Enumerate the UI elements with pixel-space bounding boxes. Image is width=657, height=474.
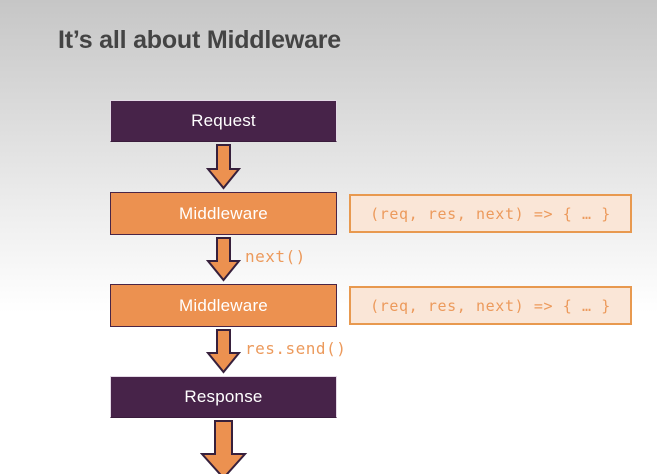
flow-node-middleware-2-label: Middleware bbox=[179, 295, 268, 315]
flow-node-response-label: Response bbox=[184, 387, 263, 406]
flow-node-request-label: Request bbox=[191, 111, 256, 130]
page-title: It’s all about Middleware bbox=[58, 26, 342, 54]
flow-node-middleware-2[interactable]: Middleware bbox=[110, 284, 337, 327]
flow-arrow-down-3 bbox=[206, 329, 241, 374]
flow-node-response[interactable]: Response bbox=[110, 376, 337, 418]
flow-arrow-label-next: next() bbox=[245, 247, 306, 266]
flow-node-request[interactable]: Request bbox=[110, 100, 337, 142]
flow-node-middleware-1[interactable]: Middleware bbox=[110, 192, 337, 235]
flow-arrow-label-ressend: res.send() bbox=[245, 339, 347, 358]
code-chip-middleware-1-text: (req, res, next) => { … } bbox=[370, 204, 611, 223]
code-chip-middleware-2: (req, res, next) => { … } bbox=[349, 286, 632, 325]
code-chip-middleware-1: (req, res, next) => { … } bbox=[349, 194, 632, 233]
flow-node-middleware-1-label: Middleware bbox=[179, 203, 268, 223]
flow-arrow-down-2 bbox=[206, 237, 241, 282]
flow-arrow-down-4 bbox=[200, 420, 248, 474]
code-chip-middleware-2-text: (req, res, next) => { … } bbox=[370, 296, 611, 315]
flow-arrow-down-1 bbox=[206, 144, 241, 190]
